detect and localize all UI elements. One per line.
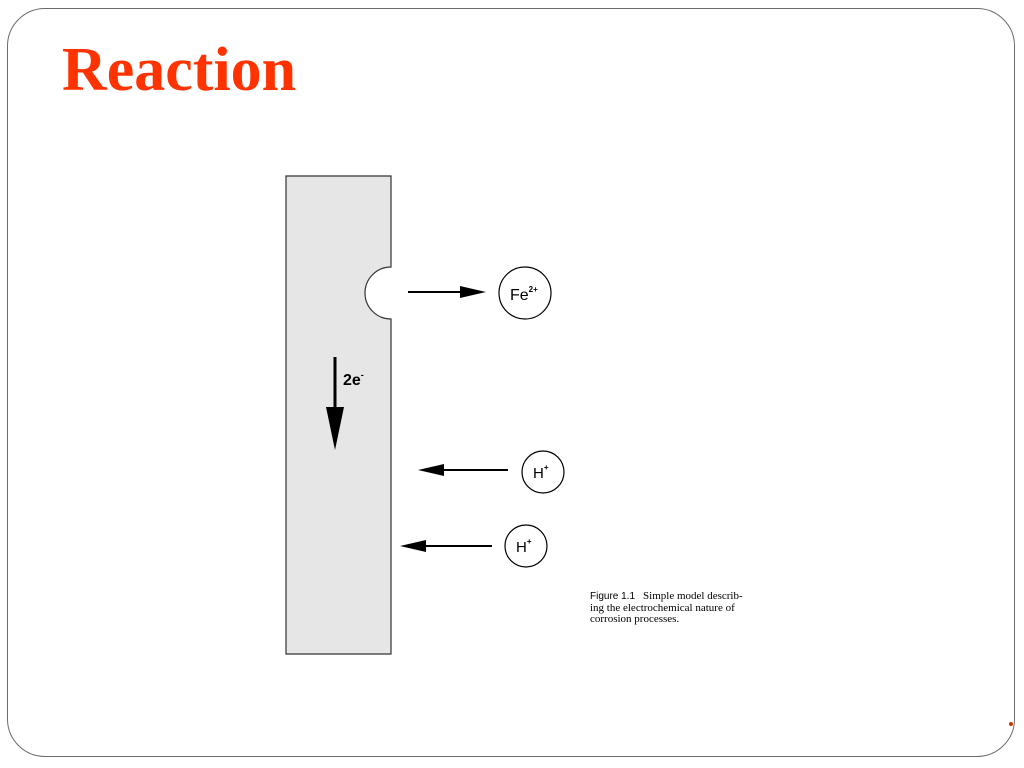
slide-frame <box>7 8 1015 757</box>
h-ion-arrow-1 <box>418 464 508 476</box>
electron-flow-arrow <box>326 357 344 450</box>
h-ion-1-label: H+ <box>533 463 549 482</box>
h-ion-2-label: H+ <box>516 537 532 556</box>
h-ion-2: H+ <box>504 524 548 568</box>
slide-corner-dot <box>1009 722 1013 726</box>
electron-label: 2e- <box>343 370 364 389</box>
fe-ion: Fe2+ <box>498 266 552 320</box>
fe-ion-arrow <box>408 286 486 298</box>
fe-ion-label: Fe2+ <box>510 285 538 304</box>
figure-label: Figure 1.1 <box>590 591 636 602</box>
h-ion-arrow-2 <box>400 540 492 552</box>
slide-title: Reaction <box>62 36 297 104</box>
figure-caption-text: Simple model describ- ing the electroche… <box>590 590 743 625</box>
h-ion-1: H+ <box>521 450 565 494</box>
